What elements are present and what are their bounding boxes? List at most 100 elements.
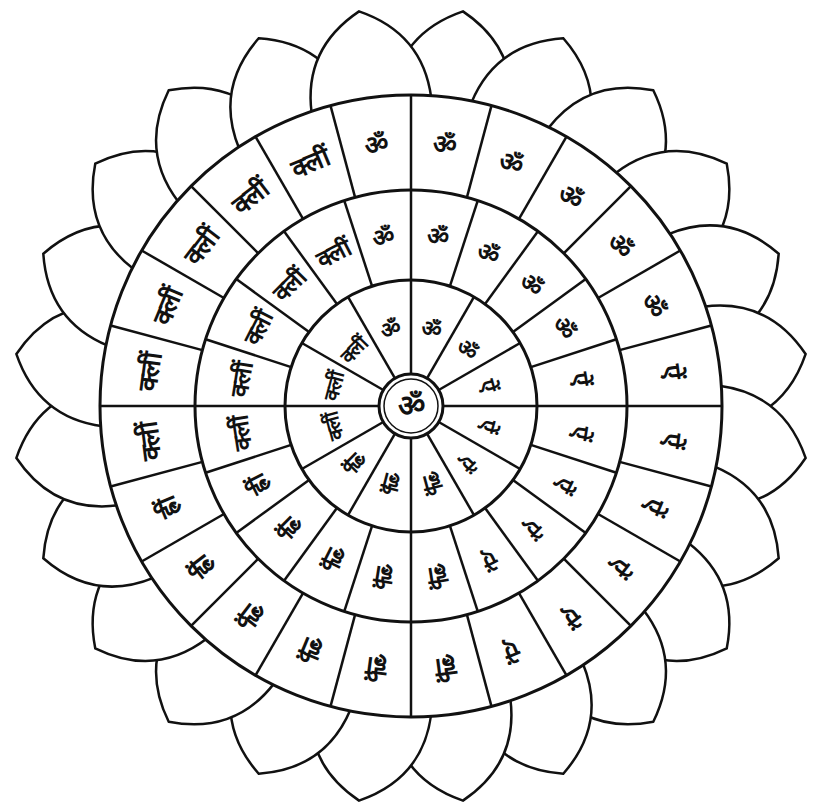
ring-divider [467, 615, 492, 707]
ring-divider [285, 405, 379, 408]
centre-syllable-cell: ॐ [387, 382, 435, 430]
mantra-syllable: ह्रीं [234, 598, 266, 631]
mantra-syllable: ऐं [640, 495, 669, 518]
mantra-syllable: ह्रीं [364, 653, 388, 682]
ring-divider [620, 462, 712, 487]
ring-divider [598, 251, 680, 299]
ring-divider [410, 95, 413, 190]
ring-divider [620, 326, 712, 351]
ring-divider [256, 593, 304, 675]
mantra-syllable: ॐ [473, 238, 503, 269]
ring-divider [100, 405, 195, 408]
mantra-syllable: ह्रीं [433, 653, 457, 682]
ring-divider [598, 514, 680, 562]
ring-divider [142, 514, 224, 562]
mantra-syllable: ॐ [548, 313, 579, 343]
mantra-syllable: ॐ [496, 146, 528, 179]
mantra-syllable: ह्रीं [319, 543, 347, 573]
ring-divider [111, 326, 203, 351]
mantra-syllable: क्लीं [180, 222, 224, 269]
mantra-syllable: ह्रीं [275, 512, 305, 542]
mantra-syllable: ऐं [500, 635, 523, 664]
ring-syllable-cell: ऐं [626, 405, 718, 477]
mantra-syllable: ह्रीं [341, 448, 369, 476]
ring-divider [531, 445, 617, 473]
ring-syllable-cell: ॐ [341, 99, 413, 191]
mantra-syllable: ऐं [475, 377, 499, 394]
mantra-syllable: ह्रीं [373, 562, 396, 589]
mantra-syllable: ॐ [638, 289, 671, 321]
mantra-syllable: क्लीं [228, 360, 257, 398]
mantra-syllable: ॐ [363, 130, 390, 159]
mantra-syllable: क्लीं [321, 369, 348, 402]
ring-divider [331, 106, 356, 198]
mantra-syllable: ऐं [605, 553, 634, 580]
mantra-syllable: ह्रीं [426, 562, 449, 589]
mantra-syllable: ऐं [455, 450, 479, 474]
mantra-syllable: ह्रीं [185, 550, 218, 582]
ring-divider [627, 405, 722, 408]
mantra-syllable: ॐ [432, 130, 459, 159]
ring-syllable-cell: क्लीं [104, 336, 196, 408]
ring-divider [519, 137, 567, 219]
mantra-syllable: ॐ [516, 269, 549, 302]
mantra-syllable: ह्रीं [152, 492, 184, 521]
mantra-syllable: ह्रीं [244, 470, 274, 498]
mantra-syllable: क्लीं [227, 175, 274, 219]
outer-circle [100, 95, 722, 717]
ring-syllable-cell: ह्रीं [341, 621, 413, 713]
ring-divider [410, 280, 413, 374]
ring-divider [519, 593, 567, 675]
mantra-syllable: क्लीं [269, 264, 311, 306]
mantra-syllable: ॐ [378, 316, 403, 342]
mantra-syllable: क्लीं [312, 235, 354, 272]
mantra-syllable: ऐं [519, 514, 545, 540]
mantra-syllable: ॐ [425, 224, 450, 251]
centre-circle [379, 374, 443, 438]
ring-divider [410, 532, 413, 622]
mantra-syllable: ॐ [371, 224, 396, 251]
ring-divider [195, 405, 285, 408]
mantra-syllable: क्लीं [240, 307, 277, 349]
ring-divider [537, 405, 627, 408]
ring-divider [410, 438, 413, 532]
mantra-syllable: ॐ [452, 335, 482, 365]
ring-divider [410, 190, 413, 280]
ring-syllable-cell: क्लीं [104, 405, 196, 477]
mantra-syllable: ॐ [554, 179, 589, 214]
mantra-syllable: ऐं [477, 545, 499, 572]
mantra-syllable: क्लीं [321, 410, 348, 443]
ring-syllable-cell: ॐ [410, 99, 482, 191]
mantra-syllable: ऐं [658, 432, 686, 449]
mantra-syllable: ऐं [567, 424, 593, 441]
mantra-syllable: क्लीं [338, 333, 373, 368]
ring-divider [531, 339, 617, 367]
ring-divider [331, 615, 356, 707]
ring-divider [467, 106, 492, 198]
ring-divider [443, 405, 537, 408]
ring-divider [450, 201, 478, 287]
mantra-syllable: ह्रीं [379, 469, 402, 495]
ring-divider [111, 462, 203, 487]
mantra-syllable: क्लीं [134, 351, 165, 393]
ring-syllable-cell: ऐं [626, 336, 718, 408]
mantra-syllable: क्लीं [134, 419, 165, 461]
ring-divider [344, 526, 372, 612]
mantra-syllable: ह्रीं [420, 469, 443, 495]
mantra-syllable: क्लीं [287, 143, 333, 182]
mantra-syllable: ऐं [550, 472, 577, 494]
mantra-syllable: ॐ [419, 316, 444, 342]
mantra-syllable: ॐ [398, 391, 425, 421]
centre-inner-circle [384, 379, 438, 433]
mantra-syllable: ऐं [558, 600, 585, 629]
mantra-syllable: ऐं [475, 418, 499, 435]
ring-divider [450, 526, 478, 612]
mantra-syllable: ऐं [658, 363, 686, 380]
mantra-syllable: क्लीं [228, 414, 257, 452]
mantra-syllable: क्लीं [148, 282, 187, 328]
mantra-syllable: ऐं [567, 371, 593, 388]
ring-syllable-cell: ह्रीं [410, 621, 482, 713]
inner-circle [285, 280, 537, 532]
mantra-syllable: ॐ [602, 228, 637, 263]
mantra-syllable: ह्रीं [295, 633, 324, 665]
